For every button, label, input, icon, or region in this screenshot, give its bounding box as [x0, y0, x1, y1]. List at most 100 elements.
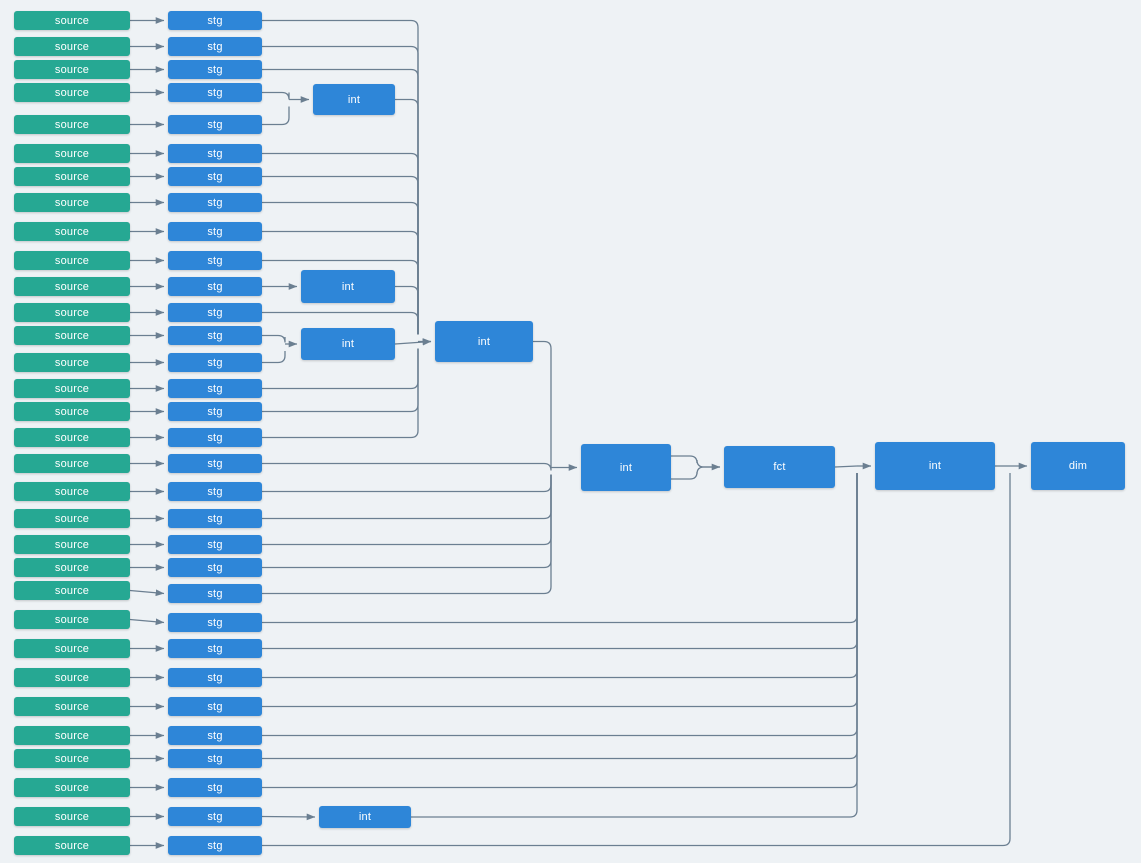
node-stg-stg20[interactable]: stg [168, 509, 262, 528]
node-stg-stg21[interactable]: stg [168, 535, 262, 554]
node-stg-stg29[interactable]: stg [168, 749, 262, 768]
edge [411, 473, 858, 818]
node-stg-stg23[interactable]: stg [168, 584, 262, 603]
node-int-int_b[interactable]: int [301, 270, 395, 303]
node-source-src20[interactable]: source [14, 509, 130, 528]
node-stg-stg31[interactable]: stg [168, 807, 262, 826]
node-stg-stg8[interactable]: stg [168, 193, 262, 212]
edge [262, 473, 858, 679]
node-dim-dim_main[interactable]: dim [1031, 442, 1125, 490]
edge [262, 474, 552, 546]
node-label: stg [207, 356, 223, 369]
node-source-src9[interactable]: source [14, 222, 130, 241]
edge [261, 813, 316, 821]
node-label: stg [207, 616, 223, 629]
node-stg-stg5[interactable]: stg [168, 115, 262, 134]
node-label: stg [207, 306, 223, 319]
node-source-src1[interactable]: source [14, 11, 130, 30]
node-stg-stg18[interactable]: stg [168, 454, 262, 473]
node-stg-stg22[interactable]: stg [168, 558, 262, 577]
node-stg-stg2[interactable]: stg [168, 37, 262, 56]
node-stg-stg17[interactable]: stg [168, 428, 262, 447]
edge [394, 338, 432, 346]
node-source-src18[interactable]: source [14, 454, 130, 473]
node-stg-stg30[interactable]: stg [168, 778, 262, 797]
node-source-src26[interactable]: source [14, 668, 130, 687]
node-label: stg [207, 781, 223, 794]
node-int-int_d[interactable]: int [435, 321, 533, 362]
edge [395, 98, 419, 335]
node-stg-stg27[interactable]: stg [168, 697, 262, 716]
node-label: int [477, 335, 491, 348]
node-stg-stg25[interactable]: stg [168, 639, 262, 658]
node-label: source [54, 225, 90, 238]
node-stg-stg3[interactable]: stg [168, 60, 262, 79]
node-source-src25[interactable]: source [14, 639, 130, 658]
node-label: stg [207, 405, 223, 418]
node-source-src17[interactable]: source [14, 428, 130, 447]
node-source-src22[interactable]: source [14, 558, 130, 577]
node-source-src29[interactable]: source [14, 749, 130, 768]
node-label: source [54, 584, 90, 597]
node-source-src30[interactable]: source [14, 778, 130, 797]
node-source-src12[interactable]: source [14, 303, 130, 322]
node-label: dim [1068, 460, 1088, 472]
node-source-src8[interactable]: source [14, 193, 130, 212]
node-source-src2[interactable]: source [14, 37, 130, 56]
node-source-src21[interactable]: source [14, 535, 130, 554]
node-label: stg [207, 587, 223, 600]
node-stg-stg9[interactable]: stg [168, 222, 262, 241]
node-label: source [54, 671, 90, 684]
node-source-src4[interactable]: source [14, 83, 130, 102]
node-stg-stg26[interactable]: stg [168, 668, 262, 687]
node-label: source [54, 118, 90, 131]
node-stg-stg4[interactable]: stg [168, 83, 262, 102]
node-source-src11[interactable]: source [14, 277, 130, 296]
node-stg-stg10[interactable]: stg [168, 251, 262, 270]
node-source-src24[interactable]: source [14, 610, 130, 629]
node-int-int_e[interactable]: int [581, 444, 671, 491]
node-stg-stg14[interactable]: stg [168, 353, 262, 372]
node-source-src32[interactable]: source [14, 836, 130, 855]
node-source-src15[interactable]: source [14, 379, 130, 398]
node-source-src6[interactable]: source [14, 144, 130, 163]
node-int-int_f[interactable]: int [319, 806, 411, 828]
node-label: stg [207, 457, 223, 470]
node-stg-stg28[interactable]: stg [168, 726, 262, 745]
node-source-src13[interactable]: source [14, 326, 130, 345]
node-stg-stg11[interactable]: stg [168, 277, 262, 296]
node-source-src28[interactable]: source [14, 726, 130, 745]
edge [129, 589, 165, 597]
node-int-int_g[interactable]: int [875, 442, 995, 490]
node-stg-stg7[interactable]: stg [168, 167, 262, 186]
node-stg-stg12[interactable]: stg [168, 303, 262, 322]
node-int-int_a[interactable]: int [313, 84, 395, 115]
node-source-src14[interactable]: source [14, 353, 130, 372]
node-label: source [54, 700, 90, 713]
edge [262, 175, 419, 335]
node-stg-stg32[interactable]: stg [168, 836, 262, 855]
node-stg-stg16[interactable]: stg [168, 402, 262, 421]
node-source-src27[interactable]: source [14, 697, 130, 716]
node-source-src16[interactable]: source [14, 402, 130, 421]
node-source-src31[interactable]: source [14, 807, 130, 826]
node-source-src5[interactable]: source [14, 115, 130, 134]
edge [262, 91, 290, 100]
node-label: source [54, 254, 90, 267]
node-fct-fct_main[interactable]: fct [724, 446, 835, 488]
node-stg-stg24[interactable]: stg [168, 613, 262, 632]
node-stg-stg15[interactable]: stg [168, 379, 262, 398]
node-stg-stg19[interactable]: stg [168, 482, 262, 501]
node-stg-stg13[interactable]: stg [168, 326, 262, 345]
node-source-src23[interactable]: source [14, 581, 130, 600]
node-source-src7[interactable]: source [14, 167, 130, 186]
node-label: source [54, 63, 90, 76]
node-source-src10[interactable]: source [14, 251, 130, 270]
node-source-src19[interactable]: source [14, 482, 130, 501]
node-label: source [54, 457, 90, 470]
node-stg-stg1[interactable]: stg [168, 11, 262, 30]
node-int-int_c[interactable]: int [301, 328, 395, 360]
node-stg-stg6[interactable]: stg [168, 144, 262, 163]
node-source-src3[interactable]: source [14, 60, 130, 79]
